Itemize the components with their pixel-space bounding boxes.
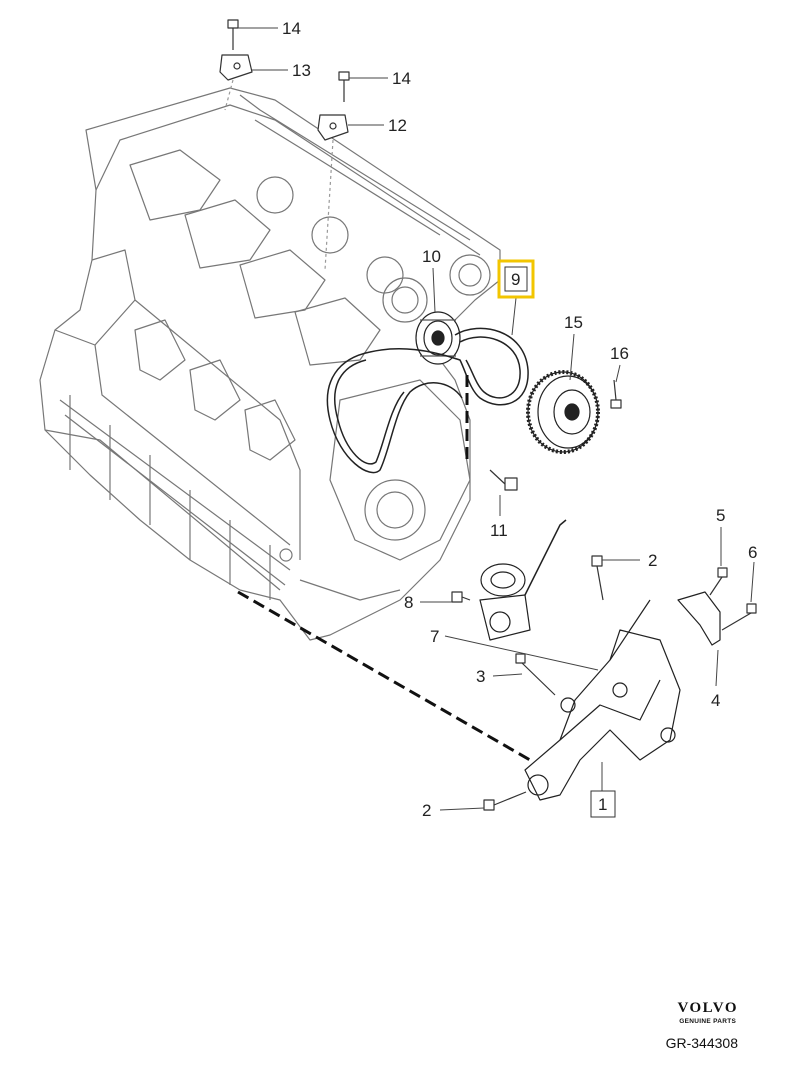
callout-1-box xyxy=(590,790,616,818)
callout-8: 8 xyxy=(404,593,413,612)
genuine-parts-label: GENUINE PARTS xyxy=(679,1018,737,1025)
volvo-logo: VOLVO xyxy=(677,1000,738,1016)
bracket-12 xyxy=(317,114,349,141)
idler-pulley-10 xyxy=(415,311,461,365)
drive-belt-9 xyxy=(326,327,529,474)
assembly-lines xyxy=(237,375,531,762)
bolt-11 xyxy=(489,469,518,491)
shield-4 xyxy=(677,591,721,646)
callout-6: 6 xyxy=(748,543,757,562)
callout-14-lower: 14 xyxy=(392,69,411,88)
callout-13: 13 xyxy=(292,61,311,80)
callout-9-box xyxy=(497,259,535,299)
bolt-16 xyxy=(610,379,622,409)
callout-12: 12 xyxy=(388,116,407,135)
leader-lines xyxy=(238,27,755,811)
callout-14-upper: 14 xyxy=(282,19,301,38)
volvo-brand-mark: VOLVO GENUINE PARTS xyxy=(677,1000,738,1025)
bolt-8 xyxy=(451,591,471,603)
callout-15: 15 xyxy=(564,313,583,332)
callout-7: 7 xyxy=(430,627,439,646)
bolt-14-upper xyxy=(227,19,239,50)
bolt-14-lower xyxy=(338,71,350,102)
crankshaft-pulley-15 xyxy=(526,370,600,454)
callout-5: 5 xyxy=(716,506,725,525)
engine-block xyxy=(39,87,501,641)
callout-9: 9 xyxy=(511,270,520,289)
diagram-reference: GR-344308 xyxy=(665,1035,738,1051)
callout-11: 11 xyxy=(490,521,508,540)
callout-16: 16 xyxy=(610,344,629,363)
callout-1: 1 xyxy=(598,795,607,814)
bolt-5 xyxy=(709,567,728,596)
callout-2-upper: 2 xyxy=(648,551,657,570)
bolt-3 xyxy=(515,653,556,696)
mounting-bracket-1 xyxy=(524,599,681,801)
callout-10: 10 xyxy=(422,247,441,266)
callout-3: 3 xyxy=(476,667,485,686)
belt-tensioner-7 xyxy=(479,519,567,641)
callout-4: 4 xyxy=(711,691,720,710)
bracket-13 xyxy=(219,54,253,81)
bolt-2-upper xyxy=(591,555,604,601)
callout-2-lower: 2 xyxy=(422,801,431,820)
bolt-2-lower xyxy=(483,791,527,811)
bolt-6 xyxy=(721,603,757,631)
